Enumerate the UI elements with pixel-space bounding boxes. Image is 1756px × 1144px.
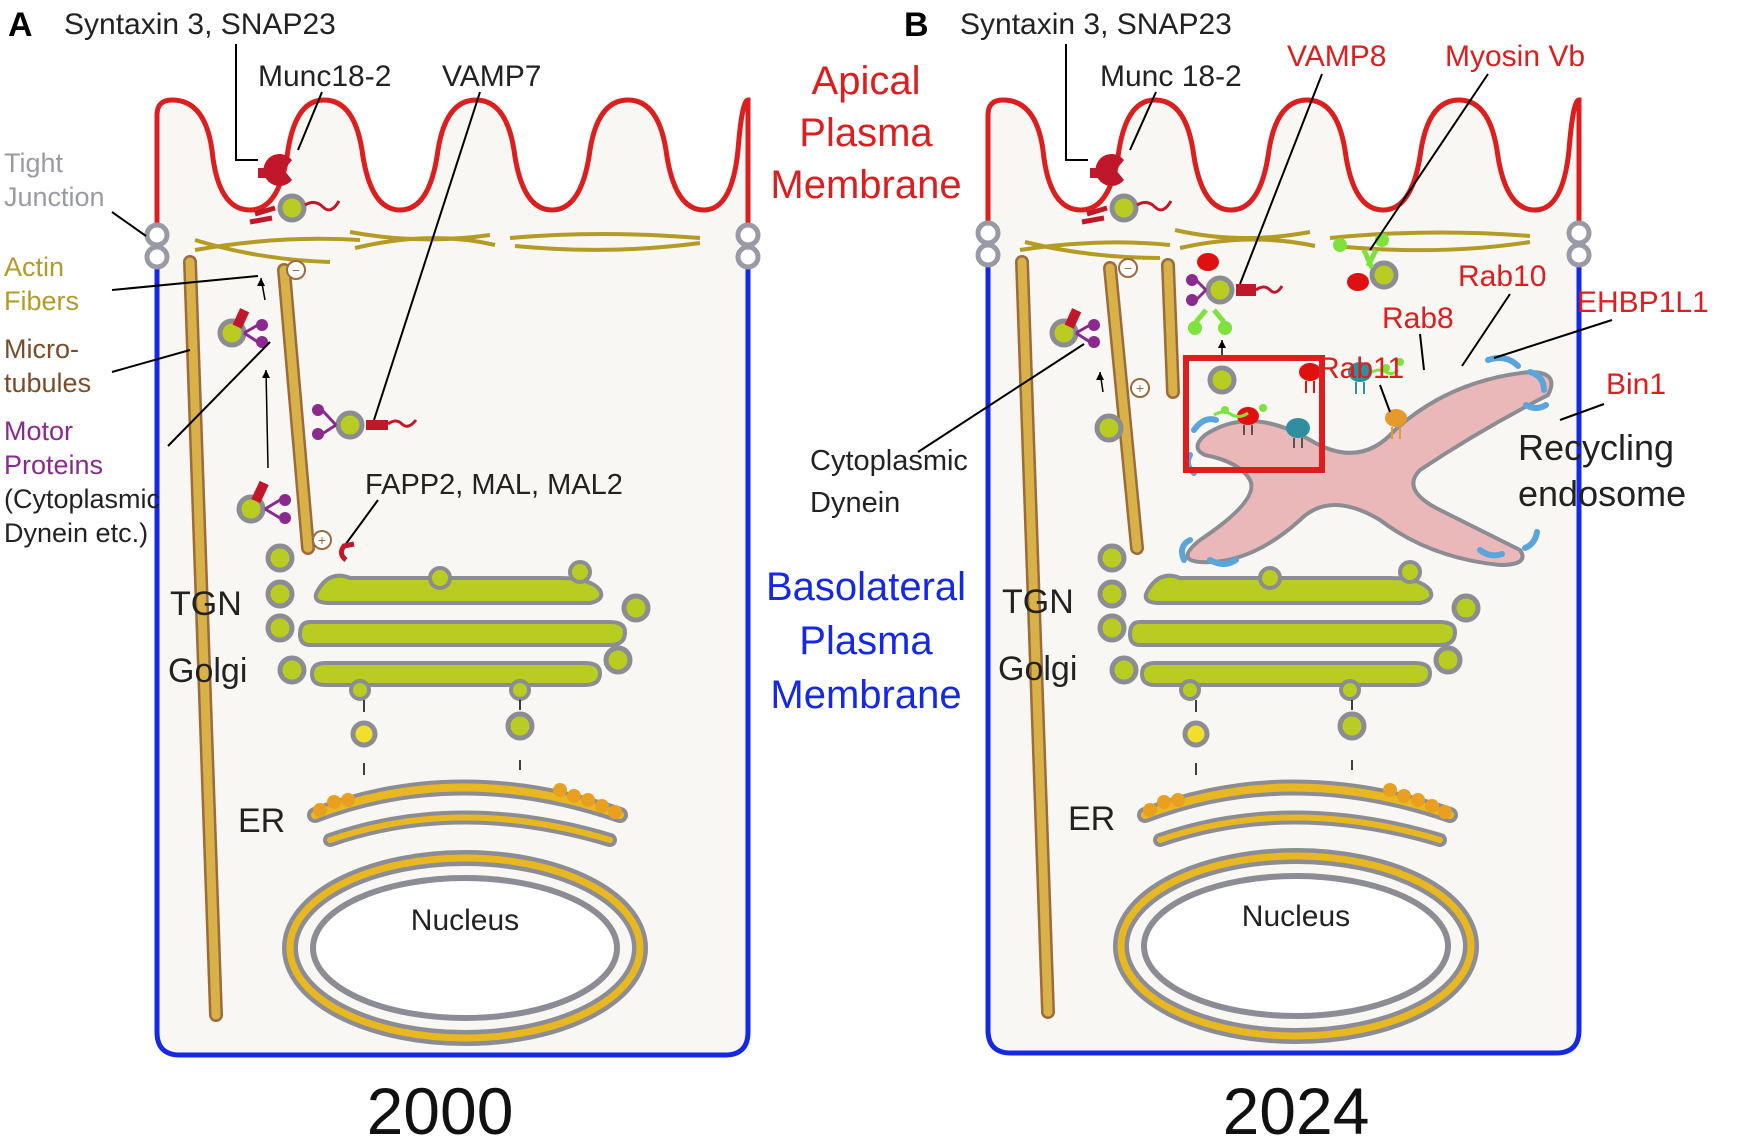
rab11-protein-b xyxy=(1385,409,1407,427)
rab8-protein-b xyxy=(1299,363,1321,381)
tight-junction-left-a xyxy=(144,222,170,270)
label-baso-2: Plasma xyxy=(799,619,933,663)
label-bin1-b: Bin1 xyxy=(1606,368,1666,401)
panel-a-letter: A xyxy=(8,6,33,44)
panel-b: B − + xyxy=(810,6,1709,1144)
leader-lines-b xyxy=(917,44,1613,453)
label-actin-a-2: Fibers xyxy=(4,286,79,316)
er-a xyxy=(307,779,628,847)
year-a: 2000 xyxy=(367,1074,514,1144)
golgi-a xyxy=(297,560,628,701)
snare-complex-a xyxy=(249,153,341,225)
label-munc-a: Munc18-2 xyxy=(258,60,391,93)
actin-fibers-b xyxy=(1019,228,1531,260)
tight-junction-right-a xyxy=(735,222,761,270)
label-syntaxin-b: Syntaxin 3, SNAP23 xyxy=(960,8,1232,41)
label-motor-a-3: (Cytoplasmic xyxy=(4,484,160,514)
fapp-protein-a xyxy=(338,541,355,562)
recycling-endosome-b xyxy=(1179,355,1554,568)
svg-text:−: − xyxy=(292,262,300,278)
label-er-a: ER xyxy=(238,802,285,840)
label-micro-a-1: Micro- xyxy=(4,334,79,364)
panel-a: A − + xyxy=(4,6,761,1144)
label-nucleus-a: Nucleus xyxy=(411,904,519,937)
svg-text:−: − xyxy=(1124,260,1132,276)
tight-junction-right-b xyxy=(1566,220,1592,268)
nucleus-a xyxy=(282,850,648,1046)
tight-junction-left-b xyxy=(975,220,1001,268)
label-actin-a-1: Actin xyxy=(4,252,64,282)
rab10-protein-b xyxy=(1348,362,1372,382)
label-baso-3: Membrane xyxy=(770,673,961,717)
golgi-vesicles-b xyxy=(1100,546,1478,775)
label-myosin-b: Myosin Vb xyxy=(1445,40,1585,73)
panel-b-letter: B xyxy=(904,6,929,44)
year-b: 2024 xyxy=(1223,1074,1370,1144)
label-baso-1: Basolateral xyxy=(766,565,966,609)
label-syntaxin-a: Syntaxin 3, SNAP23 xyxy=(64,8,336,41)
label-rab8-b: Rab8 xyxy=(1382,302,1454,335)
label-nucleus-b: Nucleus xyxy=(1242,900,1350,933)
label-golgi-a: Golgi xyxy=(168,652,247,690)
svg-text:+: + xyxy=(318,532,326,548)
label-motor-a-2: Proteins xyxy=(4,450,103,480)
zoom-box-b xyxy=(1183,355,1325,473)
label-recycling-b-2: endosome xyxy=(1518,473,1686,514)
cell-a-apical-membrane xyxy=(154,97,751,245)
label-tgn-b: TGN xyxy=(1002,583,1074,621)
microtubules-b: − + xyxy=(1015,255,1180,1019)
leader-lines-a xyxy=(111,44,481,553)
label-rab11-b: Rab11 xyxy=(1318,352,1404,385)
label-ehbp-b: EHBP1L1 xyxy=(1577,286,1709,319)
label-dynein-b-2: Dynein xyxy=(810,487,900,519)
er-b xyxy=(1137,779,1458,847)
label-tgn-a: TGN xyxy=(170,585,242,623)
label-recycling-b-1: Recycling xyxy=(1518,427,1674,468)
motor-vesicles-b xyxy=(1052,233,1396,440)
golgi-b xyxy=(1127,560,1458,701)
motor-vesicles-a xyxy=(220,277,418,524)
label-rab10-b: Rab10 xyxy=(1458,260,1546,293)
svg-text:+: + xyxy=(1136,380,1144,396)
label-apical-1: Apical xyxy=(812,59,921,103)
center-labels: Apical Plasma Membrane Basolateral Plasm… xyxy=(766,59,966,717)
golgi-vesicles-a xyxy=(268,546,648,775)
label-er-b: ER xyxy=(1068,800,1115,838)
label-motor-a-1: Motor xyxy=(4,416,73,446)
label-vamp-b: VAMP8 xyxy=(1287,40,1386,73)
label-fapp-a: FAPP2, MAL, MAL2 xyxy=(365,469,623,501)
snare-complex-b xyxy=(1081,153,1173,225)
actin-fibers-a xyxy=(194,230,701,264)
label-apical-2: Plasma xyxy=(799,111,933,155)
label-tight-a-1: Tight xyxy=(4,148,64,178)
label-golgi-b: Golgi xyxy=(998,650,1077,688)
label-motor-a-4: Dynein etc.) xyxy=(4,518,148,548)
label-apical-3: Membrane xyxy=(770,163,961,207)
label-tight-a-2: Junction xyxy=(4,182,105,212)
nucleus-b xyxy=(1113,848,1479,1044)
label-vamp-a: VAMP7 xyxy=(442,60,541,93)
label-dynein-b-1: Cytoplasmic xyxy=(810,445,968,477)
label-micro-a-2: tubules xyxy=(4,368,91,398)
label-munc-b: Munc 18-2 xyxy=(1100,60,1242,93)
microtubules-a: − + xyxy=(183,255,332,1022)
